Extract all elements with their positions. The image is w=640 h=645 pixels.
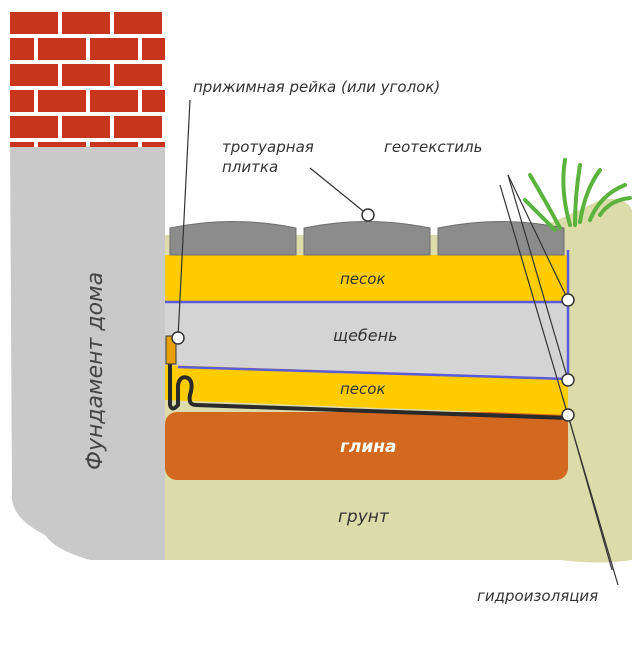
brick (90, 38, 138, 60)
sand-bottom-label: песок (340, 380, 386, 398)
geotextile-callout-line-2 (507, 174, 569, 381)
tile-callout-line (309, 167, 369, 216)
brick (114, 12, 162, 34)
brick (90, 142, 138, 147)
paving-tile-label-line2: плитка (222, 158, 278, 176)
brick (62, 12, 110, 34)
brick (10, 38, 34, 60)
brick (166, 12, 214, 34)
crushed-stone-label: щебень (333, 326, 398, 345)
paving-tile (437, 221, 565, 256)
sand-top-label: песок (340, 270, 386, 288)
brick (62, 116, 110, 138)
foundation-label: Фундамент дома (83, 272, 108, 470)
brick (142, 38, 165, 60)
clamp-rail (165, 335, 177, 365)
brick (10, 142, 34, 147)
brick-wall (10, 12, 214, 190)
sand-top-layer (165, 255, 568, 302)
circle-marker-icon (561, 408, 575, 422)
brick (38, 90, 86, 112)
brick (10, 64, 58, 86)
brick (142, 142, 165, 147)
brick (62, 64, 110, 86)
brick (10, 12, 58, 34)
circle-marker-icon (171, 331, 185, 345)
brick (114, 64, 162, 86)
callout-markers (171, 208, 575, 422)
waterproofing-membrane (168, 338, 569, 420)
brick (10, 90, 34, 112)
brick (166, 168, 214, 190)
crushed-stone-layer (165, 302, 568, 378)
geotextile-label: геотекстиль (384, 138, 482, 156)
waterproofing-label: гидроизоляция (477, 587, 598, 605)
clay-label: глина (340, 437, 396, 457)
brick (142, 90, 165, 112)
brick (10, 116, 58, 138)
sand-bottom-layer (165, 365, 568, 415)
waterproofing-to-membrane-line (567, 414, 613, 571)
callout-lines (177, 99, 619, 586)
geotextile-bottom-line (177, 365, 569, 381)
paving-tiles (169, 221, 565, 256)
circle-marker-icon (361, 208, 375, 222)
paving-tile (169, 221, 297, 256)
paving-tile (303, 221, 431, 256)
circle-marker-icon (561, 293, 575, 307)
clay-layer (165, 412, 568, 480)
clamp-rail-callout-line (177, 99, 191, 339)
house-foundation (10, 140, 165, 560)
brick (90, 90, 138, 112)
brick (166, 116, 214, 138)
brick (38, 38, 86, 60)
geotextile-callout-line-1 (507, 174, 569, 301)
brick (38, 142, 86, 147)
paving-tile-label-line1: тротуарная (222, 138, 314, 156)
brick (114, 116, 162, 138)
grass-tuft-icon (523, 158, 632, 232)
waterproofing-callout-line (499, 184, 619, 586)
soil-label: грунт (338, 507, 390, 527)
circle-marker-icon (561, 373, 575, 387)
clamp-rail-label: прижимная рейка (или уголок) (193, 78, 440, 96)
